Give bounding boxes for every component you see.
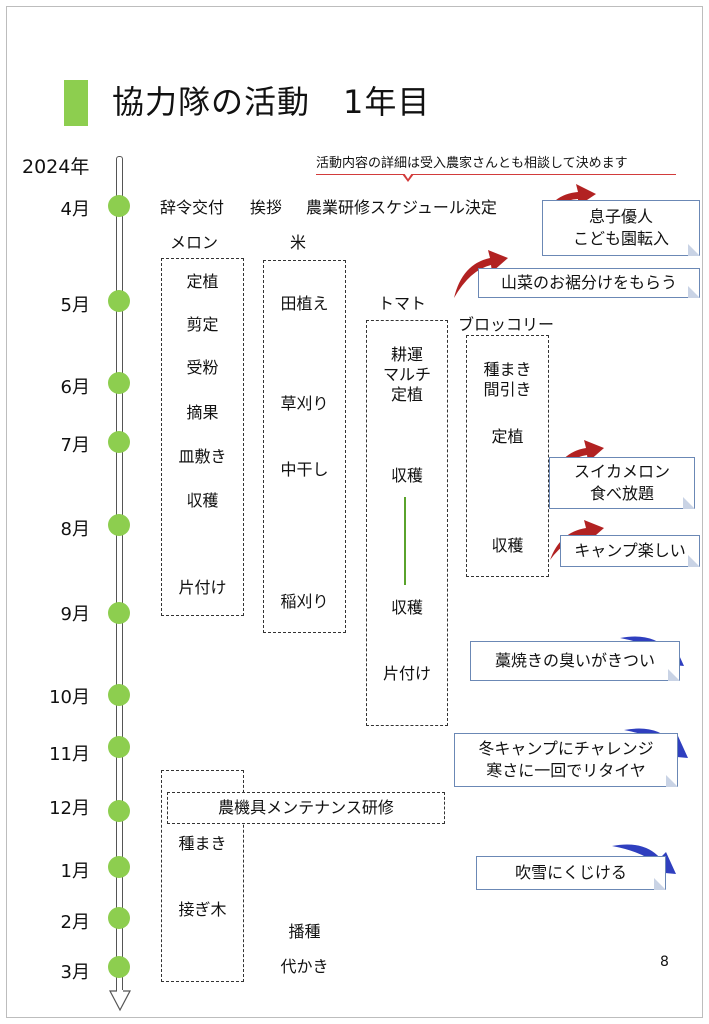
tomato-task: 収穫: [390, 466, 423, 485]
broccoli-task: 種まき 間引き: [483, 360, 532, 399]
broccoli-schedule-box: [466, 335, 549, 577]
month-dot: [108, 195, 130, 217]
callout-straw-burning: 藁焼きの臭いがきつい: [470, 641, 680, 681]
callout-winter-camping: 冬キャンプにチャレンジ 寒さに一回でリタイヤ: [454, 733, 678, 787]
tomato-task: 収穫: [390, 598, 423, 617]
melon-task: 摘果: [186, 403, 219, 422]
month-label: 4月: [60, 199, 90, 220]
month-dot: [108, 684, 130, 706]
month-label: 1月: [60, 861, 90, 882]
callout-son-transfer: 息子優人 こども園転入: [542, 200, 700, 256]
melon-winter-task: 種まき: [178, 834, 227, 853]
rice-task: 田植え: [280, 294, 329, 313]
tomato-harvest-period-line: [404, 497, 406, 585]
note-underline: [316, 174, 676, 175]
tomato-task: 耕運 マルチ 定植: [382, 345, 431, 404]
broccoli-task: 定植: [491, 427, 524, 446]
page-title: 協力隊の活動 1年目: [112, 83, 431, 121]
month-label: 6月: [60, 377, 90, 398]
month-label: 12月: [49, 798, 90, 819]
note-text: 活動内容の詳細は受入農家さんとも相談して決めます: [316, 156, 628, 171]
note-pointer: [402, 173, 414, 182]
month-dot: [108, 431, 130, 453]
month-dot: [108, 290, 130, 312]
month-label: 2月: [60, 912, 90, 933]
month-label: 9月: [60, 604, 90, 625]
melon-task: 皿敷き: [178, 447, 227, 466]
maintenance-label: 農機具メンテナンス研修: [218, 798, 394, 817]
event-greeting: 挨拶: [250, 198, 283, 217]
crop-melon-label: メロン: [170, 233, 219, 252]
rice-task: 草刈り: [280, 394, 329, 413]
crop-broccoli-label: ブロッコリー: [458, 315, 555, 334]
rice-task: 稲刈り: [280, 592, 329, 611]
maintenance-box: [167, 792, 445, 824]
callout-camping: キャンプ楽しい: [560, 535, 700, 567]
melon-task: 収穫: [186, 491, 219, 510]
month-label: 7月: [60, 435, 90, 456]
melon-winter-box: [161, 770, 244, 982]
title-accent-bar: [64, 80, 88, 126]
month-label: 10月: [49, 687, 90, 708]
rice-task: 中干し: [280, 460, 329, 479]
event-appointment: 辞令交付: [160, 198, 225, 217]
month-dot: [108, 602, 130, 624]
month-label: 11月: [49, 744, 90, 765]
melon-task: 定植: [186, 272, 219, 291]
month-dot: [108, 856, 130, 878]
month-dot: [108, 514, 130, 536]
melon-schedule-box: [161, 258, 244, 616]
month-label: 5月: [60, 295, 90, 316]
year-label: 2024年: [22, 156, 90, 178]
timeline-axis: [116, 156, 123, 998]
tomato-task: 片付け: [382, 664, 431, 683]
callout-melon-buffet: スイカメロン 食べ放題: [549, 457, 695, 509]
red-arrow-icon: [454, 250, 508, 298]
melon-task: 剪定: [186, 315, 219, 334]
month-dot: [108, 956, 130, 978]
tomato-schedule-box: [366, 320, 448, 726]
page-number: 8: [660, 954, 669, 970]
melon-winter-task: 接ぎ木: [178, 900, 227, 919]
crop-rice-label: 米: [290, 233, 307, 252]
month-dot: [108, 800, 130, 822]
month-label: 8月: [60, 519, 90, 540]
callout-blizzard: 吹雪にくじける: [476, 856, 666, 890]
red-arrow-icon: [542, 184, 596, 220]
slide-page: [6, 6, 703, 1018]
red-arrow-icon: [550, 440, 604, 482]
month-dot: [108, 736, 130, 758]
crop-tomato-label: トマト: [378, 294, 427, 313]
rice-schedule-box: [263, 260, 346, 633]
callout-wild-vegetables: 山菜のお裾分けをもらう: [478, 268, 700, 298]
month-dot: [108, 907, 130, 929]
month-label: 3月: [60, 962, 90, 983]
rice-spring-task: 播種: [288, 922, 321, 941]
melon-task: 受粉: [186, 358, 219, 377]
broccoli-task: 収穫: [491, 536, 524, 555]
rice-spring-task: 代かき: [280, 957, 329, 976]
red-arrow-icon: [550, 520, 604, 560]
month-dot: [108, 372, 130, 394]
timeline-arrow-head-icon: [109, 990, 131, 1012]
event-schedule: 農業研修スケジュール決定: [306, 198, 497, 217]
melon-task: 片付け: [178, 578, 227, 597]
